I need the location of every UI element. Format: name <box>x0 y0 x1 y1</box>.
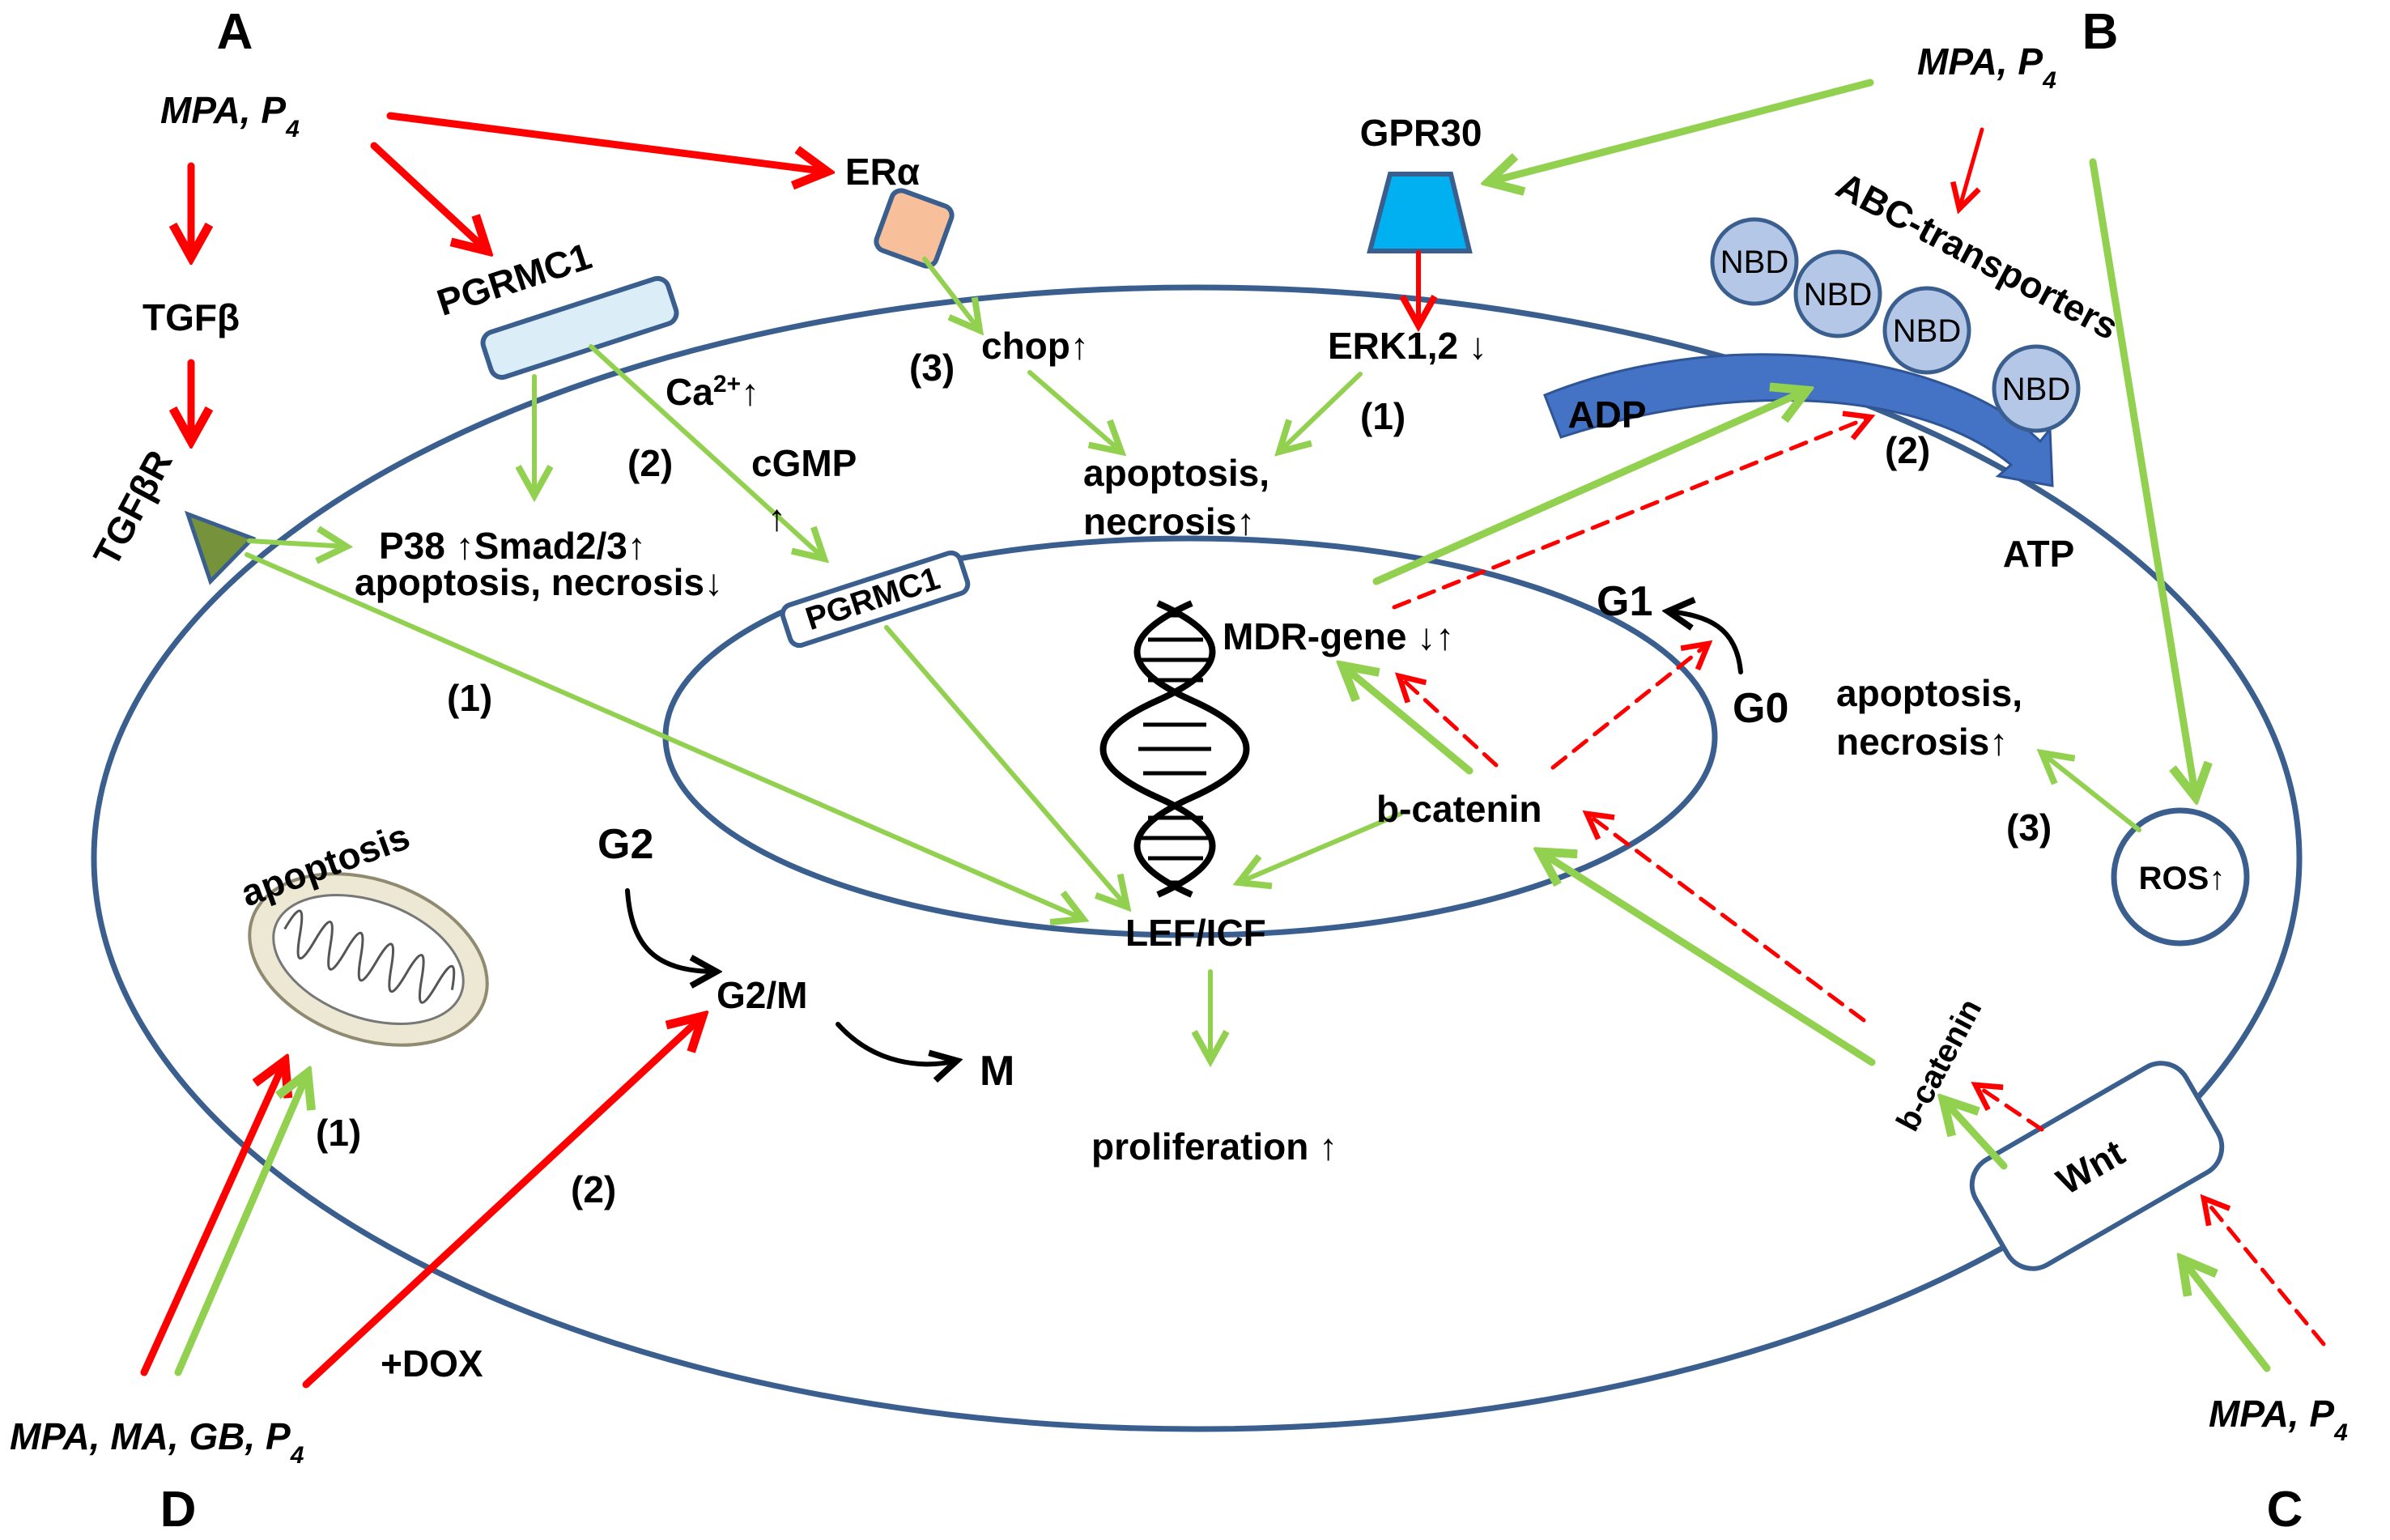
erk-label: ERK1,2 ↓ <box>1328 325 1487 367</box>
arrow-mpa-to-er <box>386 112 827 172</box>
drug-label-c: MPA, P4 <box>2209 1393 2348 1446</box>
arrow-bcatenin-to-g1 <box>1550 644 1708 770</box>
adp-label: ADP <box>1567 394 1646 436</box>
svg-text:NBD: NBD <box>2002 372 2070 407</box>
panel-label-c: C <box>2267 1482 2303 1538</box>
panel-label-d: D <box>160 1482 197 1538</box>
wnt-receptor <box>1969 1061 2225 1271</box>
b-catenin-nucleus-label: b-catenin <box>1376 788 1542 830</box>
arrow-mpa-to-ros <box>2089 158 2196 798</box>
pathway-number: (1) <box>447 677 492 719</box>
arrow-mpa-to-gpr30 <box>1488 79 1874 182</box>
pathway-number: (1) <box>1360 395 1406 437</box>
arrow-dox-to-g2m <box>302 1016 703 1389</box>
arrow-wnt-to-bcatenin-red <box>1975 1085 2044 1132</box>
arrow-bcatenin-to-mdr-green <box>1342 666 1474 775</box>
drug-label-a: MPA, P4 <box>160 89 300 143</box>
ca-label: Ca2+↑ <box>666 371 759 414</box>
chop-label: chop↑ <box>981 325 1089 367</box>
arrow-erk-to-apoptosis <box>1279 372 1363 452</box>
g0-label: G0 <box>1733 685 1788 732</box>
mitochondrion-icon <box>248 872 489 1047</box>
arrow-wnt-to-bcatenin-green <box>1943 1100 2008 1170</box>
nbd-domain: NBD <box>1710 217 1799 306</box>
arrow-mpa-to-mitochondria-green <box>174 1073 308 1376</box>
pgrmc1-nuclear-label: PGRMC1 <box>802 560 944 637</box>
lef-icf-label: LEF/ICF <box>1125 912 1266 954</box>
svg-text:NBD: NBD <box>1804 277 1872 313</box>
arrow-bcatenin-membrane-to-nucleus-red <box>1587 814 1866 1023</box>
apoptosis-necrosis-down-label: apoptosis, necrosis↓ <box>355 561 723 603</box>
arrow-ros-to-apoptosis <box>2042 753 2141 832</box>
pathway-number: (1) <box>316 1112 361 1154</box>
apoptosis-right-line2: necrosis↑ <box>1836 721 2008 763</box>
dox-label: +DOX <box>381 1342 483 1385</box>
arrow-bcatenin-to-lef <box>1239 811 1403 883</box>
gpr30-receptor <box>1367 172 1473 253</box>
arrow-mpa-to-mitochondria-red <box>140 1061 285 1376</box>
svg-text:NBD: NBD <box>1893 313 1961 349</box>
m-label: M <box>980 1048 1014 1095</box>
gpr30-label: GPR30 <box>1360 112 1482 154</box>
tgfbr-receptor <box>184 510 257 585</box>
er-alpha-label: ERα <box>845 151 920 193</box>
arrow-chop-to-apoptosis <box>1027 370 1121 452</box>
arrow-g2-to-g2m <box>625 888 717 972</box>
g2m-label: G2/M <box>717 974 807 1016</box>
arrow-g0-to-g1 <box>1668 611 1743 674</box>
p38-smad-label: P38 ↑Smad2/3↑ <box>379 525 646 567</box>
cgmp-up-arrow: ↑ <box>768 496 786 538</box>
arrow-mpa-to-wnt-red <box>2204 1198 2326 1346</box>
pathway-number: (2) <box>1885 429 1930 471</box>
arrow-er-to-chop <box>922 257 980 330</box>
nbd-domain: NBD <box>1882 286 1971 375</box>
arrow-mpa-to-abc <box>1959 127 1984 209</box>
apoptosis-top-line1: apoptosis, <box>1083 452 1269 494</box>
arrow-bcatenin-to-mdr-red <box>1399 676 1499 768</box>
mdr-gene-label: MDR-gene ↓↑ <box>1223 615 1454 657</box>
panel-label-b: B <box>2082 4 2119 60</box>
arrow-mdr-to-abc-green <box>1372 390 1807 585</box>
ros-organelle <box>2111 807 2250 947</box>
apoptosis-right-line1: apoptosis, <box>1836 672 2022 714</box>
drug-label-b: MPA, P4 <box>1917 40 2056 94</box>
proliferation-label: proliferation ↑ <box>1091 1125 1337 1168</box>
arrow-bcatenin-membrane-to-nucleus-green <box>1540 852 1876 1066</box>
cell-membrane <box>91 284 2303 1432</box>
pathway-number: (3) <box>909 347 955 389</box>
pathway-number: (3) <box>2006 806 2052 849</box>
drug-label-d: MPA, MA, GB, P4 <box>10 1415 304 1469</box>
svg-text:NBD: NBD <box>1720 245 1788 280</box>
cgmp-label: cGMP <box>751 442 857 484</box>
pgrmc1-membrane-receptor <box>480 275 679 381</box>
er-alpha-receptor <box>874 188 955 269</box>
arrow-tgfbr-to-smad <box>247 541 347 547</box>
ros-label: ROS↑ <box>2139 861 2226 896</box>
tgfbr-label: TGFβR <box>85 444 181 573</box>
atp-label: ATP <box>2003 533 2075 575</box>
arrow-tgfbr-to-lef <box>245 552 1083 919</box>
pgrmc1-nuclear-receptor <box>780 550 971 649</box>
b-catenin-membrane-label: b-catenin <box>1890 993 1988 1138</box>
arrow-mdr-to-abc-red <box>1392 417 1870 610</box>
arrow-pgrmc1n-to-lef <box>884 625 1127 907</box>
g1-label: G1 <box>1597 578 1652 625</box>
panel-label-a: A <box>217 4 253 60</box>
arrow-g2m-to-m <box>836 1022 957 1064</box>
pathway-number: (2) <box>571 1168 616 1210</box>
pathway-number: (2) <box>627 442 673 484</box>
nbd-domain: NBD <box>1793 249 1882 338</box>
arrow-pgrmc1-to-nuclear-pgrmc1 <box>589 344 824 559</box>
dna-helix-icon <box>1099 600 1250 898</box>
g2-label: G2 <box>598 821 653 868</box>
arrow-mpa-to-wnt-green <box>2182 1259 2271 1372</box>
nbd-domain: NBD <box>1992 344 2081 433</box>
apoptosis-top-line2: necrosis↑ <box>1083 500 1255 542</box>
abc-transport-arrow <box>1543 353 2054 487</box>
abc-transporters-label: ABC-transporters <box>1830 164 2125 347</box>
arrow-mpa-to-pgrmc1 <box>370 142 487 251</box>
tgfb-label: TGFβ <box>142 296 240 338</box>
